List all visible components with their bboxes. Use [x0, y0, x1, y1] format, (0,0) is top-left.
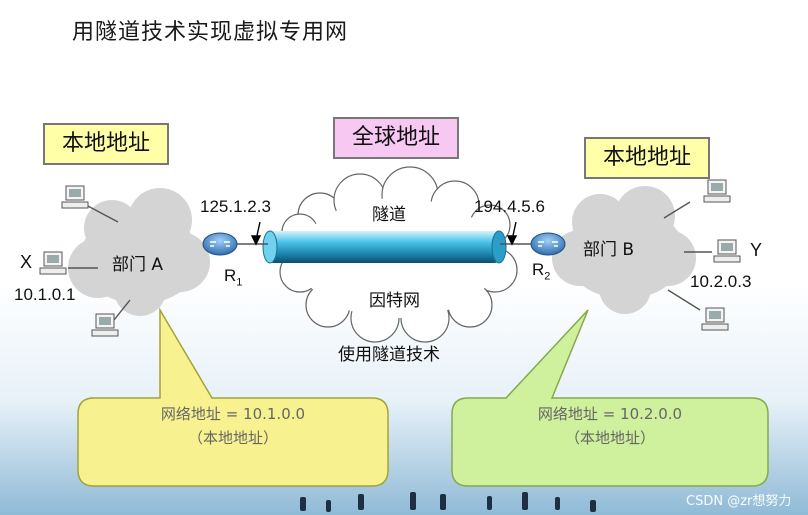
- r2-ip-label: 194.4.5.6: [474, 197, 545, 216]
- host-x-ip: 10.1.0.1: [14, 285, 76, 304]
- host-y-label: Y: [750, 240, 763, 260]
- tunnel-pipe: [262, 230, 507, 264]
- computer-icon: [91, 313, 119, 337]
- computer-icon: [701, 307, 729, 331]
- router-r2-icon: [530, 232, 566, 256]
- local-address-tag-right: 本地地址: [584, 137, 710, 179]
- watermark: CSDN @zr想努力: [686, 494, 792, 509]
- computer-icon: [713, 239, 741, 263]
- decorative-figures: [300, 492, 596, 512]
- computer-icon: [39, 251, 67, 275]
- router-r1-subscript: 1: [236, 276, 243, 289]
- host-y-ip: 10.2.0.3: [690, 272, 752, 291]
- internet-label: 因特网: [369, 291, 420, 311]
- r1-ip-label: 125.1.2.3: [200, 197, 271, 216]
- link-lines: [68, 201, 712, 326]
- computer-icon: [61, 185, 89, 209]
- global-address-tag: 全球地址: [333, 117, 459, 159]
- callout-right-line1: 网络地址 = 10.2.0.0: [537, 405, 683, 423]
- callout-right-line2: （本地地址）: [564, 429, 655, 447]
- callout-left-line2: （本地地址）: [187, 429, 278, 447]
- ip-pointers: [250, 221, 518, 246]
- host-x-label: X: [20, 252, 33, 272]
- callout-left-text: 网络地址 = 10.1.0.0 （本地地址）: [80, 402, 386, 450]
- page-title: 用隧道技术实现虚拟专用网: [72, 20, 349, 45]
- router-r1-label: R1: [224, 266, 242, 288]
- router-r2-subscript: 2: [544, 270, 551, 283]
- cloud-dept-b: [552, 186, 696, 314]
- callout-right-text: 网络地址 = 10.2.0.0 （本地地址）: [454, 402, 766, 450]
- callout-left-bubble: [77, 307, 389, 487]
- router-r2-name: R: [532, 260, 545, 279]
- dept-a-label: 部门 A: [112, 255, 164, 275]
- tunnel-label: 隧道: [372, 205, 406, 225]
- router-r1-name: R: [224, 266, 237, 285]
- use-tunnel-label: 使用隧道技术: [338, 345, 440, 365]
- local-address-tag-left: 本地地址: [43, 123, 169, 165]
- computer-icon: [703, 179, 731, 203]
- dept-b-label: 部门 B: [583, 240, 635, 260]
- router-r2-label: R2: [532, 260, 550, 282]
- router-r1-icon: [202, 232, 238, 256]
- callout-left-line1: 网络地址 = 10.1.0.0: [160, 405, 306, 423]
- callout-right-bubble: [451, 309, 769, 487]
